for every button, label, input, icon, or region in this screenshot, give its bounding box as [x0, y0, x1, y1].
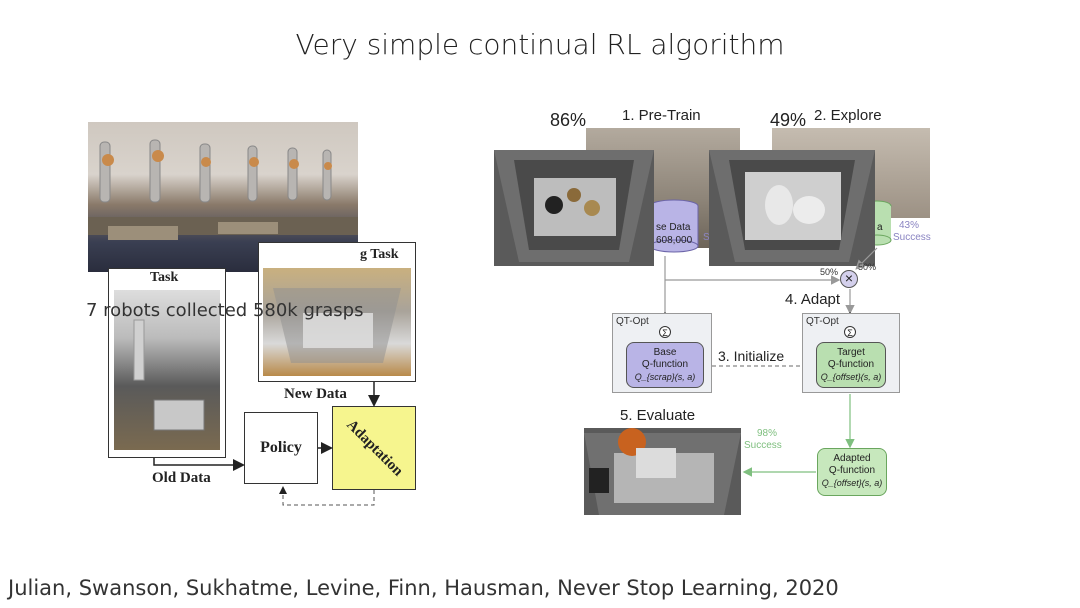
- pretrain-percent: 86%: [550, 110, 587, 130]
- explore-success-percent: 43%: [899, 220, 920, 231]
- base-data-label-1: se Data: [656, 222, 691, 233]
- target-q-line1: Target: [837, 347, 865, 358]
- eval-success-percent: 98%: [757, 428, 778, 439]
- mix-left-percent: 50%: [820, 267, 839, 277]
- policy-box: Policy: [244, 412, 318, 484]
- evaluate-photo: [584, 428, 741, 515]
- adaptation-box: Adaptation: [332, 406, 416, 490]
- robots-caption: 7 robots collected 580k grasps: [86, 300, 364, 321]
- base-q-line1: Base: [653, 347, 677, 358]
- target-q-line2: Q-function: [827, 359, 875, 370]
- citation: Julian, Swanson, Sukhatme, Levine, Finn,…: [8, 576, 839, 600]
- robot-arms-icon: [88, 139, 358, 240]
- qtopt-label-right: QT-Opt: [806, 316, 839, 327]
- robot-lab-photo: [88, 122, 358, 272]
- explore-success-word: Success: [893, 232, 931, 243]
- explore-percent: 49%: [770, 110, 807, 130]
- pretrain-bin-photo: [494, 150, 654, 266]
- target-data-letter: a: [877, 222, 883, 233]
- pretrain-label: 1. Pre-Train: [622, 107, 701, 124]
- base-data-suffix: S: [703, 232, 710, 243]
- adapted-q-line2: Q-function: [828, 465, 876, 476]
- target-q-formula: Q_{offset}(s, a): [820, 372, 882, 382]
- adapted-q-function-box: Adapted Q-function Q_{offset}(s, a): [817, 448, 887, 496]
- base-q-formula: Q_{scrap}(s, a): [634, 372, 696, 382]
- target-q-function-box: Target Q-function Q_{offset}(s, a): [816, 342, 886, 388]
- initialize-label: 3. Initialize: [718, 348, 785, 364]
- new-task-photo: [263, 268, 411, 376]
- mixer-icon: ×: [840, 270, 858, 288]
- explore-bin-photo: [709, 150, 875, 266]
- eval-success-word: Success: [744, 440, 782, 451]
- task-label-right: g Task: [360, 247, 399, 262]
- old-data-label: Old Data: [152, 470, 211, 486]
- new-data-label: New Data: [284, 386, 347, 402]
- slide-title: Very simple continual RL algorithm: [295, 28, 785, 61]
- sigma-icon-right: Σ: [844, 326, 856, 338]
- policy-label: Policy: [260, 439, 302, 456]
- sigma-icon-left: Σ: [659, 326, 671, 338]
- base-q-line2: Q-function: [641, 359, 689, 370]
- qtopt-label-left: QT-Opt: [616, 316, 649, 327]
- adapt-label: 4. Adapt: [785, 291, 841, 308]
- explore-label: 2. Explore: [814, 107, 882, 124]
- base-data-cylinder-icon: [649, 199, 699, 253]
- base-q-function-box: Base Q-function Q_{scrap}(s, a): [626, 342, 704, 388]
- adapted-q-formula: Q_{offset}(s, a): [821, 478, 883, 488]
- evaluate-label: 5. Evaluate: [620, 407, 696, 424]
- task-label-left: Task: [150, 270, 179, 285]
- adapted-q-line1: Adapted: [833, 453, 871, 464]
- old-task-photo: [114, 290, 220, 450]
- base-data-label-2: 608,000: [656, 235, 693, 246]
- mix-right-percent: 50%: [858, 262, 877, 272]
